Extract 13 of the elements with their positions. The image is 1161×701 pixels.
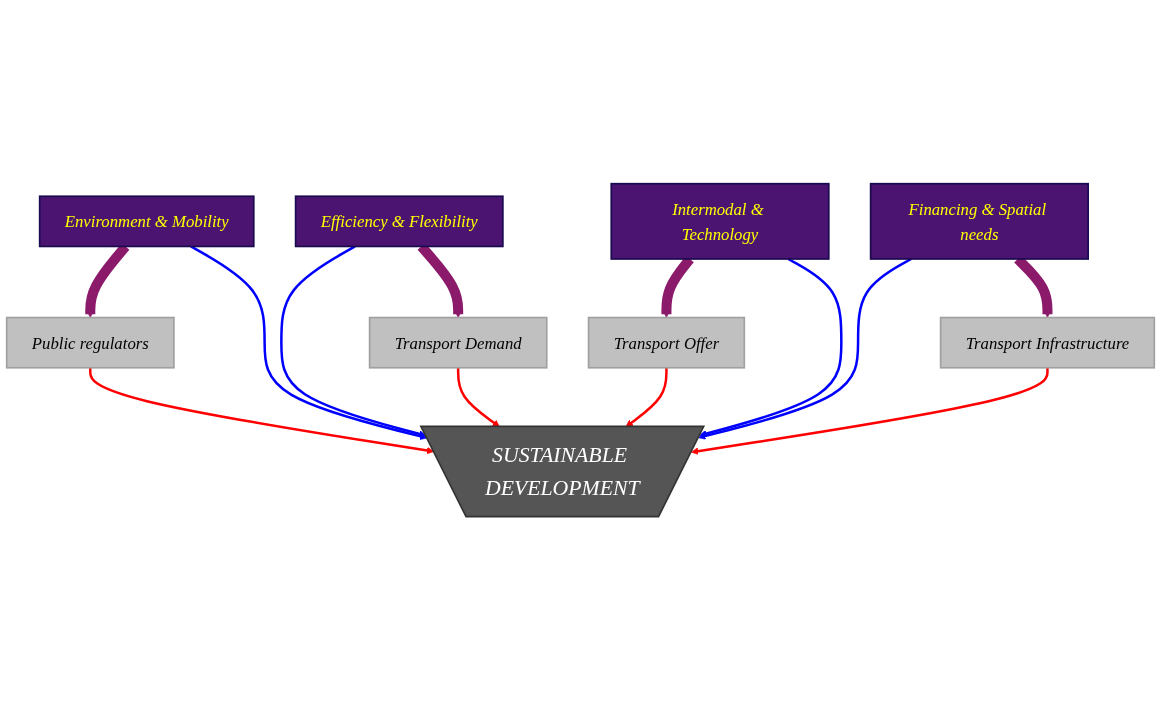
arrow xyxy=(699,258,843,438)
node-box: Transport Offer xyxy=(587,317,746,369)
node-box: Efficiency & Flexibility xyxy=(294,195,504,248)
arrow xyxy=(89,368,435,455)
node-box: Intermodal & Technology xyxy=(610,183,830,261)
arrow xyxy=(190,245,428,441)
node-box: Environment & Mobility xyxy=(38,195,255,248)
node-box: Transport Infrastructure xyxy=(939,317,1156,369)
arrow xyxy=(691,368,1049,456)
node-box: Transport Demand xyxy=(368,317,548,369)
node-box: Financing & Spatial needs xyxy=(869,183,1089,261)
arrow xyxy=(698,258,912,440)
node-box: Public regulators xyxy=(5,317,175,369)
